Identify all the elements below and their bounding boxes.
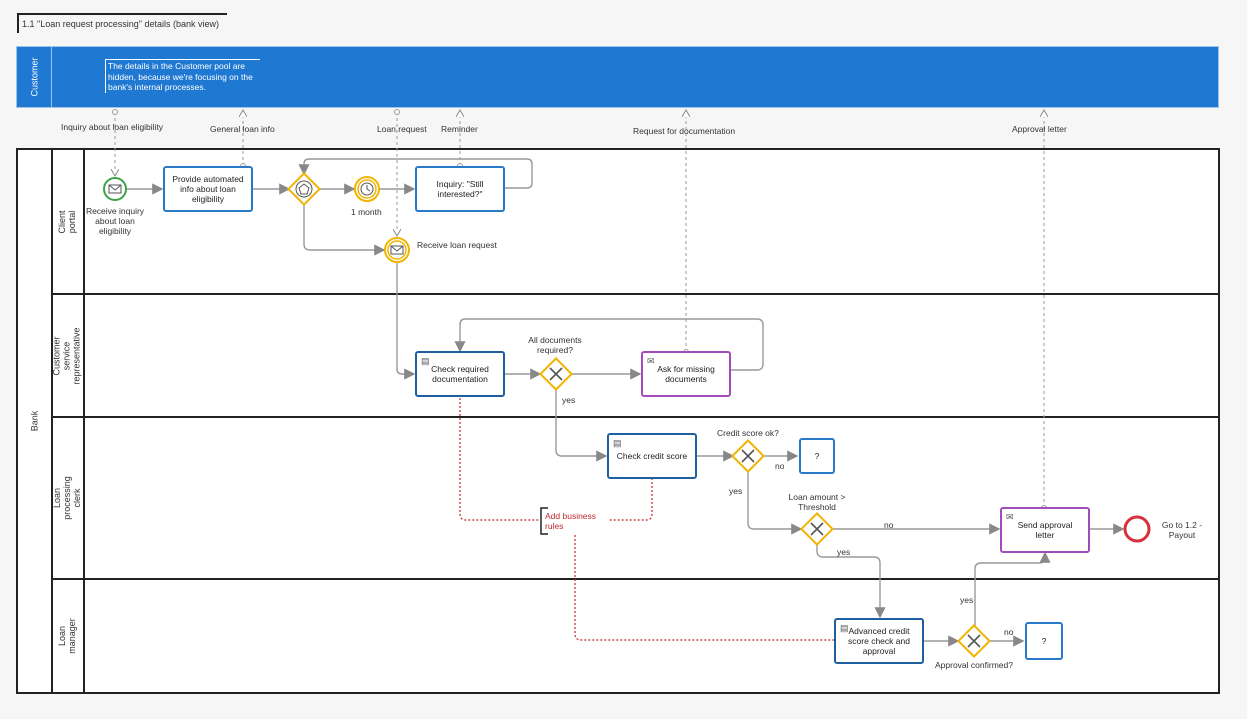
task-label: Advanced credit score check and approval bbox=[848, 626, 910, 656]
lane-customer-service[interactable]: Customer service representative bbox=[51, 295, 1218, 418]
end-event bbox=[1123, 515, 1151, 543]
flow-label-yes: yes bbox=[729, 486, 743, 496]
flow-label-no: no bbox=[884, 520, 894, 530]
customer-pool-note: The details in the Customer pool are hid… bbox=[105, 59, 260, 93]
task-label: Ask for missing documents bbox=[657, 364, 715, 384]
task-provide-info[interactable]: Provide automated info about loan eligib… bbox=[163, 166, 253, 212]
task-label: Send approval letter bbox=[1017, 520, 1073, 540]
message-send-icon: ✉ bbox=[1006, 512, 1014, 522]
message-catch-event bbox=[384, 237, 410, 263]
task-still-interested[interactable]: Inquiry: "Still interested?" bbox=[415, 166, 505, 212]
business-rule-icon: ▤ bbox=[613, 438, 622, 448]
message-label-inquiry: Inquiry about loan eligibility bbox=[61, 122, 164, 132]
xor-gateway-credit bbox=[731, 439, 765, 473]
task-send-approval[interactable]: ✉ Send approval letter bbox=[1000, 507, 1090, 553]
start-event-label: Receive inquiry about loan eligibility bbox=[85, 206, 145, 236]
lane-label: Customer service representative bbox=[51, 295, 85, 416]
message-label-general-info: General loan info bbox=[210, 124, 275, 134]
flow-label-no: no bbox=[775, 461, 785, 471]
gateway-label-amount: Loan amount > Threshold bbox=[788, 492, 846, 512]
message-label-approval-letter: Approval letter bbox=[1012, 124, 1067, 134]
lane-client-portal[interactable]: Client portal bbox=[51, 150, 1218, 295]
task-label: Check credit score bbox=[616, 451, 688, 461]
bank-pool-label: Bank bbox=[18, 150, 53, 692]
timer-event bbox=[354, 176, 380, 202]
end-event-label: Go to 1.2 - Payout bbox=[1161, 520, 1203, 540]
task-label: Check required documentation bbox=[431, 364, 489, 384]
business-rule-icon: ▤ bbox=[840, 623, 849, 633]
task-check-docs[interactable]: ▤ Check required documentation bbox=[415, 351, 505, 397]
message-label-request-docs: Request for documentation bbox=[633, 126, 736, 136]
message-label-reminder: Reminder bbox=[441, 124, 478, 134]
event-gateway bbox=[287, 172, 321, 206]
message-send-icon: ✉ bbox=[647, 356, 655, 366]
customer-pool-label: Customer bbox=[17, 47, 52, 107]
task-check-credit[interactable]: ▤ Check credit score bbox=[607, 433, 697, 479]
business-rule-links bbox=[459, 398, 834, 641]
bank-pool[interactable]: Bank Client portal Customer service repr… bbox=[16, 148, 1220, 694]
diagram-title: 1.1 "Loan request processing" details (b… bbox=[17, 13, 227, 33]
start-event bbox=[103, 177, 127, 201]
flow-label-yes: yes bbox=[562, 395, 576, 405]
message-label-loan-request: Loan request bbox=[377, 124, 427, 134]
task-advanced-check[interactable]: ▤ Advanced credit score check and approv… bbox=[834, 618, 924, 664]
flow-label-no: no bbox=[1004, 627, 1014, 637]
sequence-flows bbox=[127, 158, 1125, 647]
flow-label-yes: yes bbox=[837, 547, 851, 557]
gateway-label-all-docs: All documents required? bbox=[528, 335, 582, 355]
xor-gateway-amount bbox=[800, 512, 834, 546]
message-flows bbox=[115, 110, 1044, 508]
xor-gateway-docs bbox=[539, 357, 573, 391]
annotation-bracket bbox=[540, 507, 548, 535]
task-unknown-credit[interactable]: ? bbox=[799, 438, 835, 474]
business-rule-icon: ▤ bbox=[421, 356, 430, 366]
flow-label-yes: yes bbox=[960, 595, 974, 605]
lane-label: Loan processing clerk bbox=[51, 418, 85, 578]
lane-loan-clerk[interactable]: Loan processing clerk bbox=[51, 418, 1218, 580]
xor-gateway-approval bbox=[957, 624, 991, 658]
lane-label: Client portal bbox=[51, 150, 85, 293]
timer-event-label: 1 month bbox=[351, 207, 382, 217]
lane-loan-manager[interactable]: Loan manager bbox=[51, 580, 1218, 692]
annotation-business-rules: Add business rules bbox=[545, 511, 597, 531]
lane-label: Loan manager bbox=[51, 580, 85, 692]
receive-loan-request-label: Receive loan request bbox=[417, 240, 497, 250]
customer-pool[interactable]: Customer The details in the Customer poo… bbox=[16, 46, 1219, 108]
gateway-label-approval: Approval confirmed? bbox=[935, 660, 1013, 670]
task-unknown-approval[interactable]: ? bbox=[1025, 622, 1063, 660]
gateway-label-credit-ok: Credit score ok? bbox=[717, 428, 779, 438]
task-ask-missing[interactable]: ✉ Ask for missing documents bbox=[641, 351, 731, 397]
